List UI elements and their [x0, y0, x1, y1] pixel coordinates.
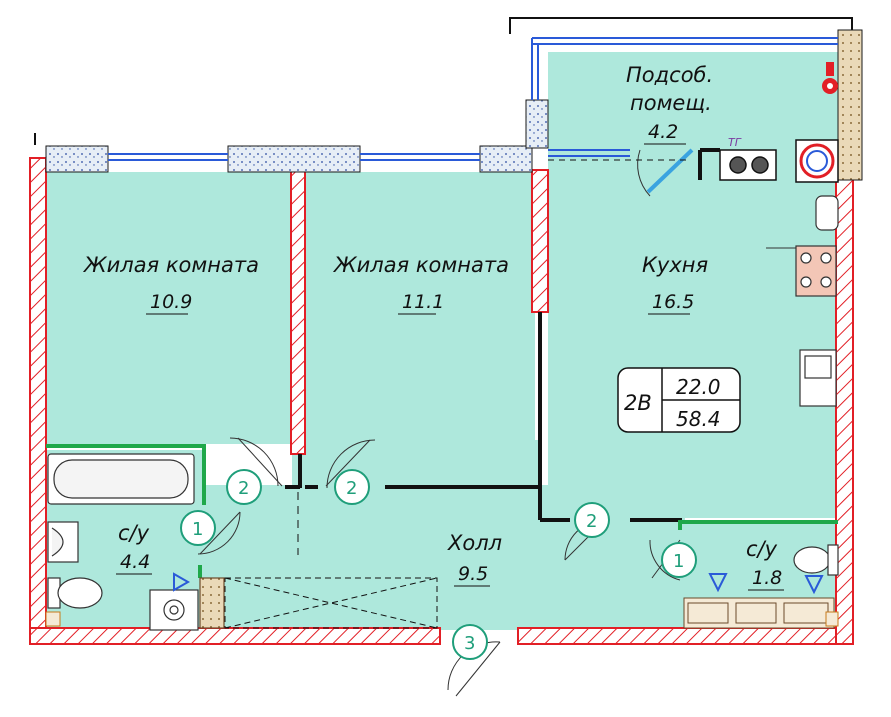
washing-machine-icon: [149, 589, 199, 631]
door-number: 3: [464, 633, 475, 654]
water-riser-icon: [199, 577, 225, 629]
door-number: 2: [238, 478, 249, 499]
toilet-icon: [47, 577, 103, 609]
room-name-utility-line2: помещ.: [630, 91, 712, 115]
room-name-hall: Холл: [447, 531, 502, 555]
level-markers: [173, 572, 824, 595]
room-name-bathroom-1: с/у: [118, 521, 150, 545]
room-area-bedroom-1: 10.9: [150, 291, 192, 313]
windows: [108, 37, 838, 161]
floor-hall-upper: [292, 440, 542, 490]
room-area-kitchen: 16.5: [652, 291, 694, 313]
door-number: 1: [192, 519, 203, 540]
floor-hall: [200, 485, 685, 630]
floor-bedroom-2: [305, 172, 535, 472]
interior-partitions: [285, 148, 720, 522]
gas-stove-icon: [795, 245, 837, 297]
room-area-hall: 9.5: [458, 563, 488, 585]
floor-kitchen: [548, 158, 836, 518]
room-name-utility-line1: Подсоб.: [626, 63, 713, 87]
washbasin-icon: [47, 521, 79, 563]
gas-boiler-icon: [719, 139, 839, 183]
facade-top: [45, 29, 863, 181]
meters-panel: [683, 597, 835, 629]
wall-bottom-right: [517, 627, 854, 645]
room-area-bedroom-2: 11.1: [402, 291, 444, 313]
door-number: 1: [673, 551, 684, 572]
floor-areas: [46, 52, 838, 630]
kitchen-sink-icon: [815, 195, 839, 231]
apartment-type: 2В: [624, 391, 652, 415]
wall-kitchen-left: [531, 169, 549, 313]
room-name-kitchen: Кухня: [642, 253, 708, 277]
wall-bedroom-divider: [290, 169, 306, 455]
bathtub-icon: [47, 453, 195, 505]
room-name-bedroom-1: Жилая комната: [82, 253, 259, 277]
kitchen-sink-icon: [799, 349, 837, 407]
apartment-badge: 2В 22.0 58.4: [617, 367, 741, 433]
room-area-bathroom-2: 1.8: [752, 567, 782, 589]
floor-utility: [548, 52, 838, 162]
fire-valve-icon: [822, 62, 838, 94]
apartment-living-area: 22.0: [676, 375, 721, 399]
room-area-utility: 4.2: [648, 121, 678, 143]
room-area-bathroom-1: 4.4: [120, 551, 150, 573]
exterior-walls: [29, 157, 854, 645]
wall-left: [29, 157, 47, 637]
door-number: 2: [586, 511, 597, 532]
toilet-icon: [793, 544, 839, 576]
green-partitions: [46, 444, 838, 578]
closet: [224, 577, 438, 629]
apartment-total-area: 58.4: [676, 407, 721, 431]
wall-bottom: [29, 627, 441, 645]
door-number: 2: [346, 478, 357, 499]
context-lines: [34, 17, 853, 145]
kitchen-door-leaf: [646, 148, 694, 194]
floor-bedroom-1: [46, 172, 292, 444]
room-name-bedroom-2: Жилая комната: [332, 253, 509, 277]
door-markers: [180, 469, 697, 660]
gas-label: ТГ: [728, 136, 742, 149]
room-name-bathroom-2: с/у: [746, 537, 778, 561]
